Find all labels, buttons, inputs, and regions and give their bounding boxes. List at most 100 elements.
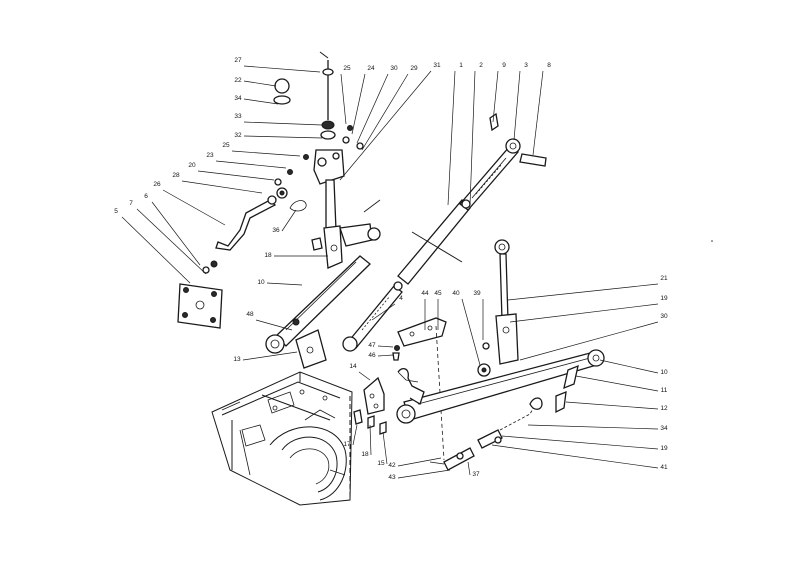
leader-l28 [181,180,263,194]
ref-number-l33: 33 [234,113,242,120]
leader-l40a [461,298,481,366]
ref-number-l26: 26 [153,181,161,188]
ref-number-l19b: 19 [660,445,668,452]
ref-number-l1: 1 [459,62,463,69]
lower-link-right [396,349,605,424]
leader-l34b [527,424,659,430]
ref-number-l21: 21 [660,275,668,282]
right-lift-rod [477,239,519,377]
top-pin [319,51,329,59]
ref-number-l23: 23 [206,152,214,159]
leader-l26 [162,189,226,226]
ref-number-l5: 5 [114,208,118,215]
leader-l5 [121,216,191,284]
ref-number-l22: 22 [234,77,242,84]
ref-number-l25b: 25 [343,65,351,72]
leader-l19a [509,303,659,323]
ref-number-l25a: 25 [222,142,230,149]
ref-number-l45: 45 [434,290,442,297]
leader-l34 [243,98,279,105]
ref-number-l46: 46 [368,352,376,359]
ref-number-l6: 6 [144,193,148,200]
ref-number-l14: 14 [349,363,357,370]
leader-l8 [532,70,544,156]
leader-lines [121,65,659,479]
mounting-bracket [349,371,419,500]
leader-l12 [565,401,659,410]
mounting-plate [177,260,223,329]
ref-number-l10a: 10 [257,279,265,286]
leader-l30b [519,321,659,361]
ref-number-l4: 4 [399,295,403,302]
leader-l10a [266,282,303,286]
leader-l7 [136,208,207,275]
leader-l21 [507,283,659,301]
leader-l22 [243,80,277,87]
adjustable-lift-rod [342,281,403,352]
ref-number-l13: 13 [233,356,241,363]
ref-number-l7: 7 [129,200,133,207]
ref-number-l44a: 44 [421,290,429,297]
leader-l2 [469,70,476,206]
ref-number-l30b: 30 [660,313,668,320]
ref-number-l17: 17 [343,441,351,448]
ref-number-l37: 37 [472,471,480,478]
leader-l25a [231,150,301,157]
lower-link-left [265,255,371,369]
ref-number-l32: 32 [234,132,242,139]
leader-l10b [599,359,659,374]
leader-l41 [491,444,659,469]
ref-number-l42: 42 [388,462,396,469]
ref-number-l34b: 34 [660,425,668,432]
ref-number-l40a: 40 [452,290,460,297]
check-chain-assembly [429,397,543,471]
lift-rod-assembly [273,60,381,269]
ref-number-l24: 24 [367,65,375,72]
leader-l9 [492,70,499,123]
ref-number-l10b: 10 [660,369,668,376]
leader-l27a [243,65,321,73]
ref-number-l9: 9 [502,62,506,69]
ref-number-l18b: 18 [361,451,369,458]
leader-l43 [397,469,451,479]
leader-l23 [215,160,287,169]
ref-number-l8: 8 [547,62,551,69]
leader-l29 [361,73,409,151]
ref-number-l41: 41 [660,464,668,471]
ref-number-l30a: 30 [390,65,398,72]
ref-number-l43: 43 [388,474,396,481]
leader-l14 [358,371,371,381]
leader-l30a [356,73,389,144]
ref-number-l12: 12 [660,405,668,412]
leader-l6 [151,201,201,266]
ref-number-l2: 2 [479,62,483,69]
leader-l11 [575,375,659,392]
leader-l20 [197,170,275,181]
leader-l48 [255,319,293,331]
ref-number-l29: 29 [410,65,418,72]
leader-l42 [397,457,442,467]
ref-number-l34: 34 [234,95,242,102]
ref-number-l47: 47 [368,342,376,349]
leader-l36 [281,209,297,232]
leader-l37 [467,461,471,476]
leader-l46 [377,354,394,357]
ref-number-l11: 11 [661,387,668,394]
ref-number-l48: 48 [246,311,254,318]
leader-l17 [352,424,358,446]
leader-l13 [242,351,298,361]
ref-number-l36: 36 [272,227,280,234]
ref-number-l15: 15 [377,460,385,467]
leader-l4 [371,303,396,321]
ref-number-l27a: 27 [234,57,242,64]
stabilizer-bracket [392,317,447,461]
crank-handle [215,187,288,251]
rear-axle-housing [211,371,353,506]
ref-number-l19a: 19 [660,295,668,302]
leader-l19b [501,435,659,450]
ref-number-l28: 28 [172,172,180,179]
leader-l24 [351,73,366,135]
leader-l47 [377,345,394,348]
